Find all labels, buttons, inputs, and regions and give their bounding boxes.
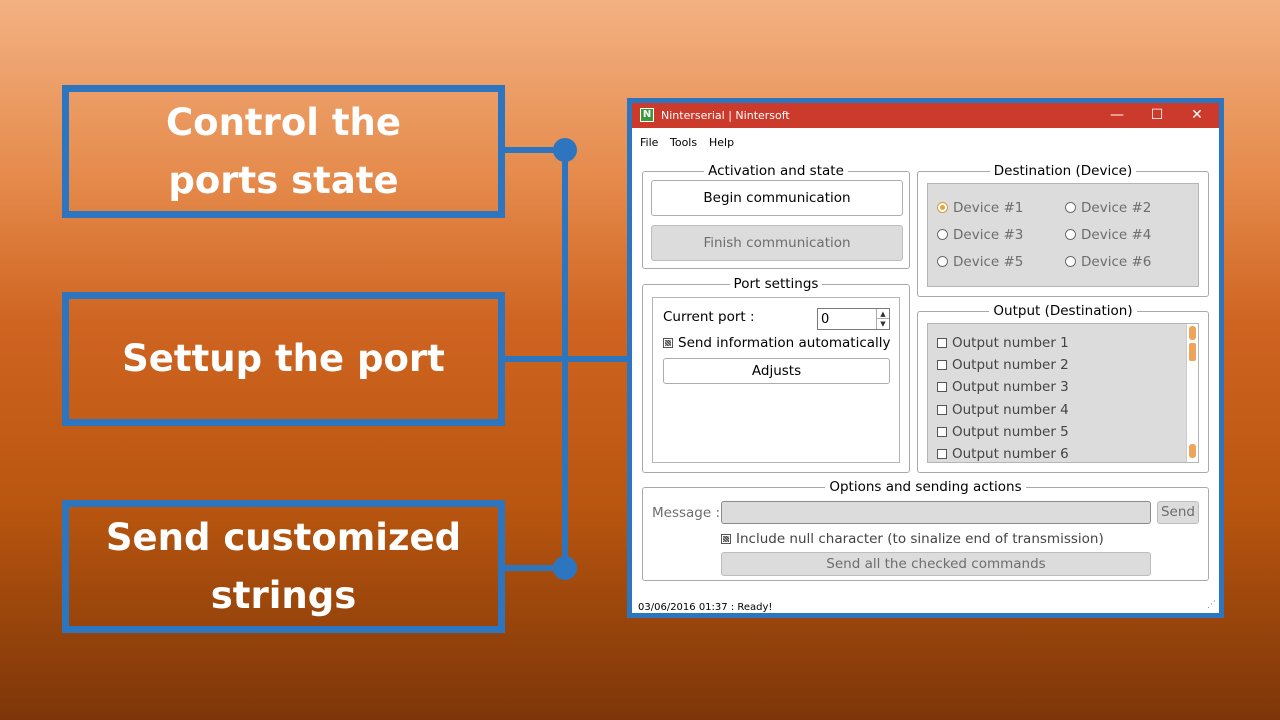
scroll-thumb[interactable] xyxy=(1189,343,1196,361)
callout-setup-port: Settup the port xyxy=(62,292,505,426)
checkbox-icon xyxy=(937,360,947,370)
message-label: Message : xyxy=(652,505,721,521)
device-6-label: Device #6 xyxy=(1081,254,1152,270)
callout-send-strings: Send customized strings xyxy=(62,500,505,633)
stepper-up-icon[interactable]: ▲ xyxy=(876,309,889,319)
message-input[interactable] xyxy=(721,501,1151,524)
device-4-label: Device #4 xyxy=(1081,227,1152,243)
menu-file[interactable]: File xyxy=(640,136,659,149)
app-window: N Ninterserial | Nintersoft — ☐ ✕ File T… xyxy=(627,98,1224,618)
options-legend: Options and sending actions xyxy=(829,479,1022,495)
device-3-radio[interactable]: Device #3 xyxy=(937,227,1023,243)
device-1-label: Device #1 xyxy=(953,200,1024,216)
port-settings-group: Port settings xyxy=(642,276,910,473)
options-group: Options and sending actions xyxy=(642,479,1209,581)
checkbox-icon xyxy=(937,338,947,348)
begin-communication-button[interactable]: Begin communication xyxy=(651,180,903,216)
adjusts-button[interactable]: Adjusts xyxy=(663,358,890,384)
output-item-3[interactable]: Output number 3 xyxy=(937,379,1069,395)
checkbox-checked-icon xyxy=(721,534,731,544)
destination-group: Destination (Device) xyxy=(917,163,1209,297)
callout-send-text: Send customized strings xyxy=(105,515,462,617)
callout-setup-text: Settup the port xyxy=(122,337,445,380)
status-text: 03/06/2016 01:37 : Ready! xyxy=(638,602,773,613)
resize-grip-icon[interactable]: ⋰ xyxy=(1207,600,1216,610)
current-port-label: Current port : xyxy=(663,309,755,325)
callout-control-text: Control the ports state xyxy=(166,100,401,202)
title-bar[interactable]: N Ninterserial | Nintersoft — ☐ ✕ xyxy=(632,103,1219,128)
device-5-radio[interactable]: Device #5 xyxy=(937,254,1023,270)
device-2-label: Device #2 xyxy=(1081,200,1152,216)
port-settings-legend: Port settings xyxy=(733,276,819,292)
connector-middle-horizontal xyxy=(505,356,629,362)
output-item-3-label: Output number 3 xyxy=(952,379,1069,395)
device-3-label: Device #3 xyxy=(953,227,1024,243)
app-logo-icon: N xyxy=(640,108,654,122)
output-legend: Output (Destination) xyxy=(993,303,1133,319)
device-6-radio[interactable]: Device #6 xyxy=(1065,254,1151,270)
current-port-stepper[interactable]: 0 ▲ ▼ xyxy=(817,308,890,330)
port-settings-panel xyxy=(652,297,900,463)
output-group: Output (Destination) xyxy=(917,303,1209,473)
scroll-down-icon[interactable] xyxy=(1189,444,1196,458)
device-1-radio[interactable]: Device #1 xyxy=(937,200,1023,216)
device-panel xyxy=(927,183,1199,287)
scroll-up-icon[interactable] xyxy=(1189,326,1196,340)
connector-dot-bottom xyxy=(553,556,577,580)
checkbox-icon xyxy=(937,449,947,459)
send-button[interactable]: Send xyxy=(1157,501,1199,524)
radio-icon xyxy=(1065,256,1076,267)
maximize-button[interactable]: ☐ xyxy=(1150,107,1164,123)
auto-send-checkbox[interactable]: Send information automatically xyxy=(663,335,891,351)
destination-legend: Destination (Device) xyxy=(993,163,1133,179)
radio-icon xyxy=(1065,229,1076,240)
output-item-4[interactable]: Output number 4 xyxy=(937,402,1069,418)
window-title: Ninterserial | Nintersoft xyxy=(661,109,790,122)
output-item-6[interactable]: Output number 6 xyxy=(937,446,1069,462)
radio-icon xyxy=(1065,202,1076,213)
checkbox-icon xyxy=(937,405,947,415)
connector-top-horizontal xyxy=(505,147,565,153)
connector-dot-top xyxy=(553,138,577,162)
menu-help[interactable]: Help xyxy=(709,136,735,149)
minimize-button[interactable]: — xyxy=(1110,107,1124,123)
device-4-radio[interactable]: Device #4 xyxy=(1065,227,1151,243)
radio-checked-icon xyxy=(937,202,948,213)
device-5-label: Device #5 xyxy=(953,254,1024,270)
close-button[interactable]: ✕ xyxy=(1191,107,1203,123)
auto-send-label: Send information automatically xyxy=(678,335,891,351)
connector-bottom-horizontal xyxy=(505,565,565,571)
checkbox-icon xyxy=(937,382,947,392)
activation-group: Activation and state xyxy=(642,163,910,269)
send-all-button[interactable]: Send all the checked commands xyxy=(721,552,1151,576)
callout-control-ports: Control the ports state xyxy=(62,85,505,218)
null-char-checkbox[interactable]: Include null character (to sinalize end … xyxy=(721,531,1104,547)
menu-tools[interactable]: Tools xyxy=(670,136,698,149)
stepper-down-icon[interactable]: ▼ xyxy=(876,319,889,329)
output-item-1[interactable]: Output number 1 xyxy=(937,335,1069,351)
checkbox-icon xyxy=(937,427,947,437)
output-item-1-label: Output number 1 xyxy=(952,335,1069,351)
radio-icon xyxy=(937,229,948,240)
output-scrollbar[interactable] xyxy=(1186,324,1198,462)
output-list[interactable]: Output number 1 Output number 2 Output n… xyxy=(927,323,1199,463)
checkbox-checked-icon xyxy=(663,338,673,348)
output-item-2-label: Output number 2 xyxy=(952,357,1069,373)
output-item-5-label: Output number 5 xyxy=(952,424,1069,440)
output-item-5[interactable]: Output number 5 xyxy=(937,424,1069,440)
device-2-radio[interactable]: Device #2 xyxy=(1065,200,1151,216)
finish-communication-button[interactable]: Finish communication xyxy=(651,225,903,261)
output-item-4-label: Output number 4 xyxy=(952,402,1069,418)
null-char-label: Include null character (to sinalize end … xyxy=(736,531,1104,547)
output-item-2[interactable]: Output number 2 xyxy=(937,357,1069,373)
current-port-value: 0 xyxy=(821,312,830,327)
output-item-6-label: Output number 6 xyxy=(952,446,1069,462)
radio-icon xyxy=(937,256,948,267)
activation-legend: Activation and state xyxy=(708,163,844,179)
